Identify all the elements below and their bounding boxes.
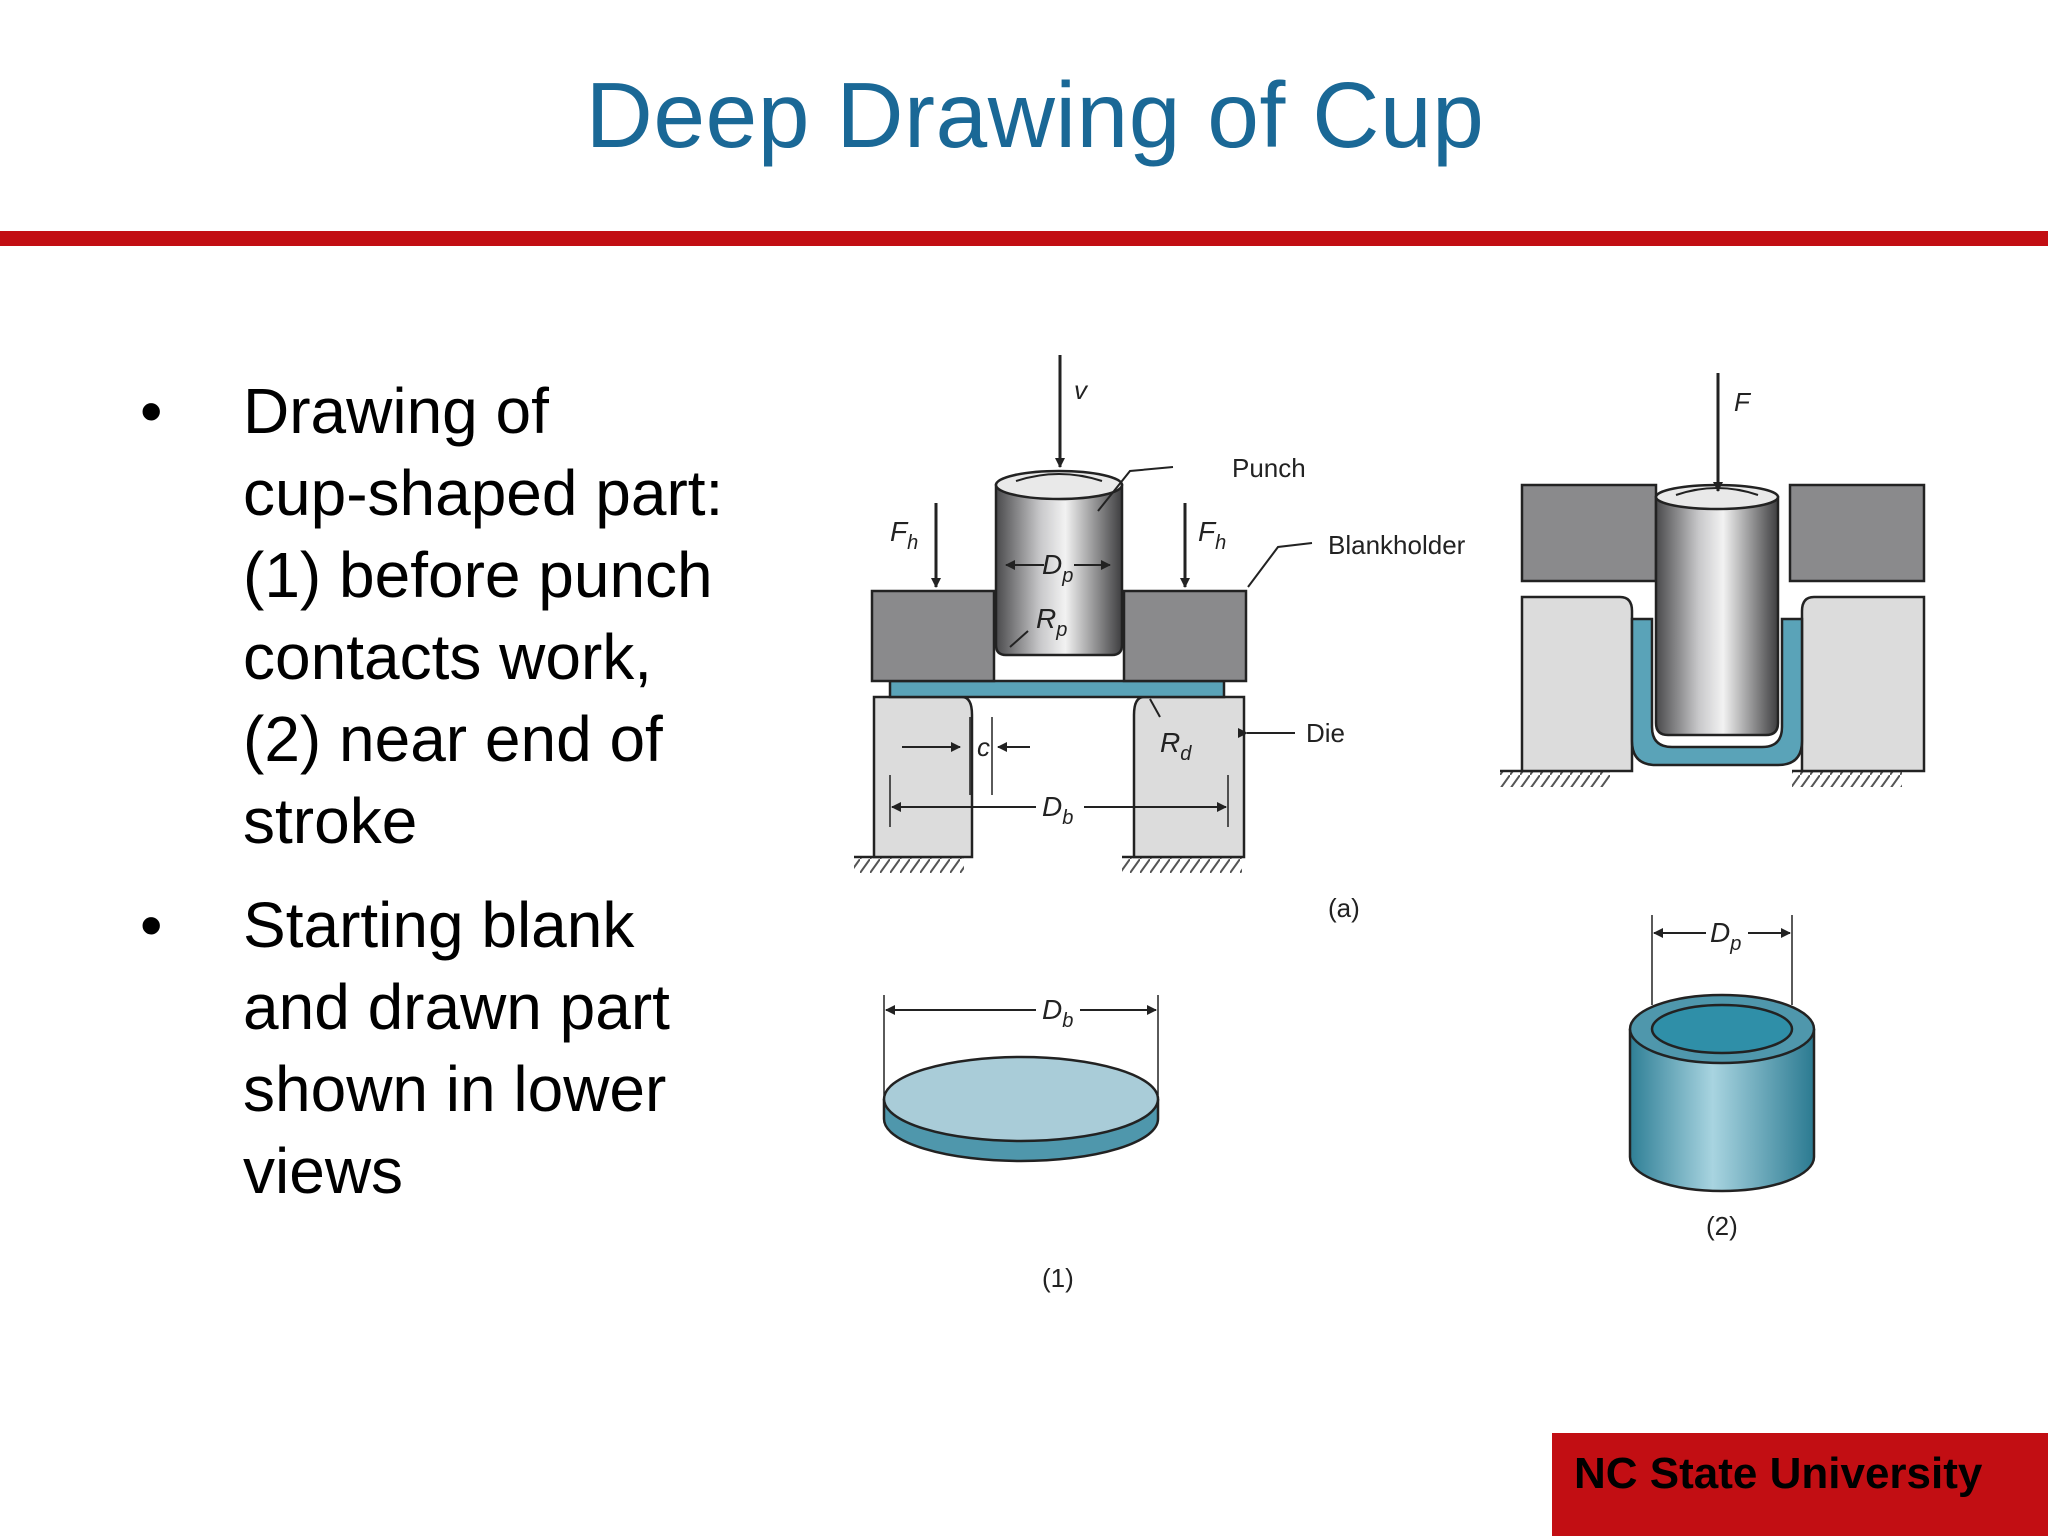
bullet-line: (2) near end of [243, 703, 663, 775]
setup-before-contact [854, 469, 1248, 873]
die-label: Die [1306, 718, 1345, 748]
slide-title: Deep Drawing of Cup [585, 63, 1485, 167]
drawn-cup [1628, 993, 1816, 1193]
bullet-line: stroke [243, 785, 418, 857]
blank-dimension [883, 995, 1159, 1095]
setup-end-of-stroke [1500, 483, 1926, 787]
svg-text:Db: Db [1042, 791, 1073, 829]
title-divider [0, 231, 2048, 246]
bullet-line: shown in lower [243, 1053, 667, 1125]
bullet-line: Starting blank [243, 889, 635, 961]
punch-label: Punch [1232, 453, 1306, 483]
blank-diameter-label-bottom: Db [1042, 994, 1073, 1032]
cup-dimension [1651, 915, 1793, 1005]
bullet-line: views [243, 1135, 404, 1207]
caption-1: (1) [1042, 1263, 1074, 1293]
footer-badge: NC State University [1552, 1433, 2048, 1536]
bullet-line: cup-shaped part: [243, 457, 724, 529]
blankholder-right [1122, 589, 1248, 683]
bullet-item: • Drawing of cup-shaped part: (1) before… [140, 370, 780, 862]
bullet-line: and drawn part [243, 971, 670, 1043]
bullet-list: • Drawing of cup-shaped part: (1) before… [140, 370, 780, 1234]
force-arrows-before [931, 355, 1190, 588]
blankholder-label: Blankholder [1328, 530, 1466, 560]
holder-force-right-label: Fh [1198, 516, 1226, 554]
svg-text:Dp: Dp [1042, 549, 1073, 587]
die-left [872, 695, 974, 859]
university-name: NC State University [1574, 1449, 1983, 1498]
blank-diameter-label-top: Db [1042, 791, 1073, 829]
caption-2: (2) [1706, 1211, 1738, 1241]
svg-text:Db: Db [1042, 994, 1073, 1032]
svg-text:Dp: Dp [1710, 917, 1741, 955]
caption-a: (a) [1328, 893, 1360, 923]
die-radius-label: Rd [1160, 727, 1192, 765]
cup-in-die [1630, 617, 1804, 767]
bullet-line: (1) before punch [243, 539, 713, 611]
callout-leaders [889, 466, 1313, 827]
blankholder-left [870, 589, 996, 683]
punch-diameter-label: Dp [1042, 549, 1073, 587]
bullet-item: • Starting blank and drawn part shown in… [140, 884, 780, 1212]
blank-sheet [888, 679, 1226, 699]
cup-diameter-label: Dp [1710, 917, 1741, 955]
svg-text:Rp: Rp [1036, 603, 1067, 641]
holder-force-left-label: Fh [890, 516, 918, 554]
force-label: F [1734, 387, 1752, 417]
bullet-marker: • [140, 375, 163, 447]
deep-drawing-diagram: v Fh Fh Punch Blankholder Die Dp Rp Rd c… [854, 355, 1926, 1293]
svg-text:Fh: Fh [1198, 516, 1226, 554]
starting-blank [882, 1055, 1160, 1163]
bullet-marker: • [140, 889, 163, 961]
svg-text:Rd: Rd [1160, 727, 1192, 765]
clearance-label: c [977, 732, 990, 762]
punch-radius-label: Rp [1036, 603, 1067, 641]
bullet-line: Drawing of [243, 375, 549, 447]
velocity-label: v [1074, 375, 1089, 405]
punch [994, 483, 1124, 657]
bullet-line: contacts work, [243, 621, 653, 693]
svg-text:Fh: Fh [890, 516, 918, 554]
